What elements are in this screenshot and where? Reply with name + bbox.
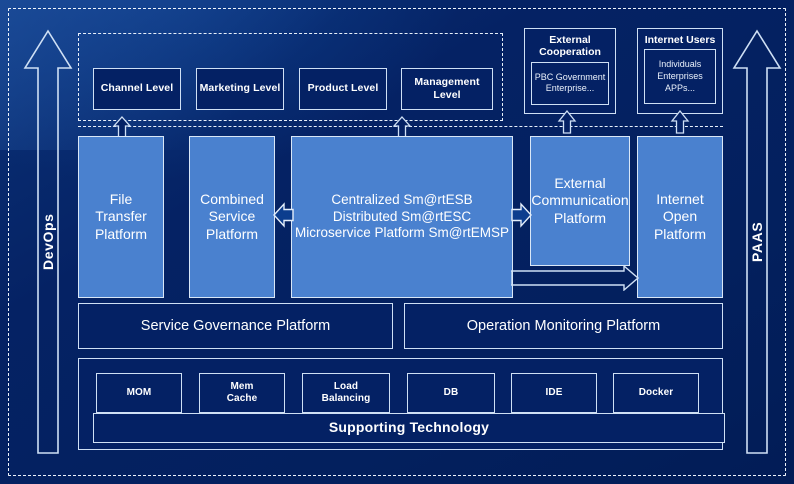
- level-label: Management Level: [414, 75, 480, 101]
- level-box-management[interactable]: Management Level: [401, 68, 493, 110]
- level-box-marketing[interactable]: Marketing Level: [196, 68, 284, 110]
- bar-label: Service Governance Platform: [140, 317, 331, 334]
- bar-operation-monitoring[interactable]: Operation Monitoring Platform: [404, 303, 723, 349]
- bar-supporting-technology[interactable]: Supporting Technology: [93, 413, 725, 443]
- up-arrow-internet-open: [670, 110, 690, 134]
- bar-label: Operation Monitoring Platform: [466, 317, 661, 334]
- devops-rail-label: DevOps: [40, 213, 56, 271]
- platform-label: Combined Service Platform: [200, 190, 264, 242]
- tech-chip-docker[interactable]: Docker: [613, 373, 699, 413]
- devops-rail-arrow: DevOps: [22, 28, 74, 456]
- platform-file-transfer[interactable]: File Transfer Platform: [78, 136, 164, 298]
- actor-title: Internet Users: [644, 34, 716, 46]
- actor-detail: Individuals Enterprises APPs...: [644, 49, 716, 105]
- right-arrow-central-to-external: [511, 200, 533, 230]
- left-arrow-combined-to-central: [272, 200, 294, 230]
- tech-chip-label: MOM: [126, 386, 152, 398]
- platform-label: External Communication Platform: [531, 174, 629, 226]
- tech-chip-mem-cache[interactable]: Mem Cache: [199, 373, 285, 413]
- platform-label: Centralized Sm@rtESB Distributed Sm@rtES…: [295, 191, 509, 241]
- platform-label: Internet Open Platform: [653, 190, 707, 242]
- tech-chip-label: Mem Cache: [226, 380, 258, 405]
- tech-chip-mom[interactable]: MOM: [96, 373, 182, 413]
- tech-chip-load-balancing[interactable]: Load Balancing: [302, 373, 390, 413]
- tech-chip-db[interactable]: DB: [407, 373, 495, 413]
- level-box-product[interactable]: Product Level: [299, 68, 387, 110]
- bar-service-governance[interactable]: Service Governance Platform: [78, 303, 393, 349]
- actor-detail: PBC Government Enterprise...: [531, 61, 609, 105]
- up-arrow-central-platform: [392, 116, 412, 138]
- level-label: Marketing Level: [199, 82, 281, 95]
- level-box-channel[interactable]: Channel Level: [93, 68, 181, 110]
- long-arrow-central-to-internet-open: [511, 265, 639, 291]
- actor-external-cooperation[interactable]: External Cooperation PBC Government Ente…: [524, 28, 616, 114]
- paas-rail-arrow: PAAS: [731, 28, 783, 456]
- tech-chip-label: IDE: [545, 386, 563, 398]
- up-arrow-file-transfer: [112, 116, 132, 138]
- up-arrow-external-communication: [557, 110, 577, 134]
- level-label: Channel Level: [100, 82, 174, 95]
- actor-internet-users[interactable]: Internet Users Individuals Enterprises A…: [637, 28, 723, 114]
- business-levels-region: [78, 33, 503, 121]
- platform-combined-service[interactable]: Combined Service Platform: [189, 136, 275, 298]
- tech-chip-label: DB: [443, 386, 459, 398]
- level-label: Product Level: [307, 82, 379, 95]
- platform-external-communication[interactable]: External Communication Platform: [530, 136, 630, 266]
- outer-dashed-frame: [8, 8, 786, 476]
- bar-label: Supporting Technology: [328, 419, 490, 436]
- platform-label: File Transfer Platform: [94, 190, 148, 242]
- tech-chip-label: Docker: [638, 386, 674, 398]
- platform-central-esb[interactable]: Centralized Sm@rtESB Distributed Sm@rtES…: [291, 136, 513, 298]
- tech-chip-ide[interactable]: IDE: [511, 373, 597, 413]
- paas-rail-label: PAAS: [749, 221, 765, 263]
- platform-internet-open[interactable]: Internet Open Platform: [637, 136, 723, 298]
- tech-chip-label: Load Balancing: [321, 380, 371, 405]
- actor-title: External Cooperation: [539, 34, 601, 59]
